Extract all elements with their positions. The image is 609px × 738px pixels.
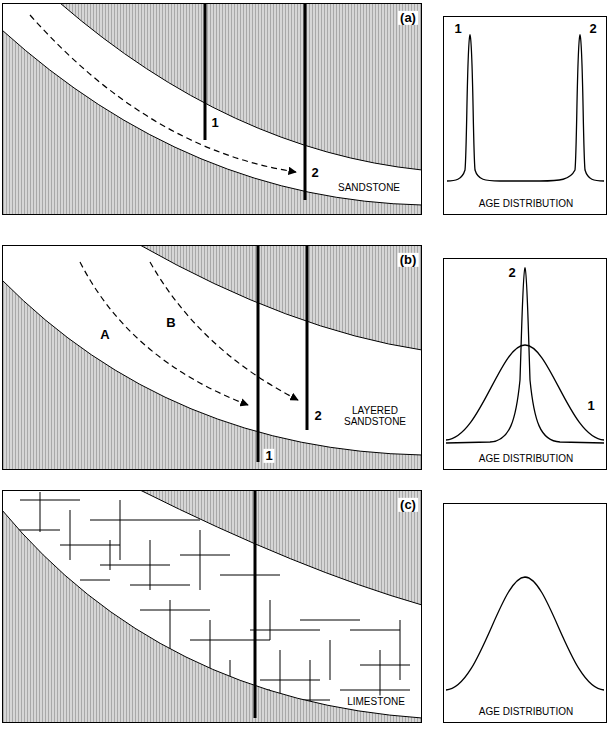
age-curve [446, 577, 604, 690]
well-number: 2 [309, 166, 320, 180]
well [254, 490, 257, 718]
flow-path-arrow [150, 262, 298, 400]
panel-letter: (c) [398, 498, 418, 512]
layer-boundary [140, 245, 422, 350]
well [304, 3, 307, 200]
rock-label: SANDSTONE [336, 182, 402, 193]
fracture-lines [10, 492, 410, 710]
axis-label: AGE DISTRIBUTION [477, 453, 575, 464]
flow-path-arrow [30, 15, 296, 172]
curve-number: 2 [506, 266, 517, 280]
cross-section-panel: (a) 1 2SANDSTONE [2, 3, 422, 215]
well-number: 1 [263, 449, 274, 463]
axis-label: AGE DISTRIBUTION [477, 706, 575, 717]
layer-boundary [2, 30, 422, 205]
layer-boundary [60, 3, 422, 170]
cross-section-panel: (b) A B 1 2 LAYERED SANDSTONE [2, 245, 422, 470]
layer-boundary [140, 490, 422, 605]
layer-boundary [2, 280, 422, 455]
age-distribution-chart: 2 1AGE DISTRIBUTION [443, 258, 607, 470]
well [306, 245, 309, 430]
rock-ground [2, 245, 422, 470]
well [204, 3, 207, 140]
layered-sandstone [2, 245, 422, 455]
curve-number: 1 [452, 22, 463, 36]
age-distribution-chart: 1 2AGE DISTRIBUTION [443, 16, 607, 215]
rock-label: LAYERED SANDSTONE [340, 405, 410, 427]
axis-label: AGE DISTRIBUTION [477, 198, 575, 209]
age-distribution-chart: AGE DISTRIBUTION [443, 503, 607, 723]
well [257, 245, 260, 462]
age-curve [446, 268, 604, 443]
rock-ground [2, 3, 422, 215]
path-letter: A [98, 328, 111, 342]
age-curve [447, 35, 604, 181]
limestone-layer [2, 490, 422, 718]
well-number: 1 [209, 116, 220, 130]
rock-label: LIMESTONE [345, 696, 407, 707]
curve-number: 2 [587, 22, 598, 36]
rock-ground [2, 490, 422, 723]
panel-letter: (b) [398, 253, 419, 267]
panel-letter: (a) [398, 11, 418, 25]
cross-section-panel: (c) LIMESTONE [2, 490, 422, 723]
well-number: 2 [312, 409, 323, 423]
sandstone-layer [2, 3, 422, 205]
age-curve [446, 345, 604, 440]
path-letter: B [164, 316, 177, 330]
layer-boundary [2, 510, 422, 718]
curve-number: 1 [585, 399, 596, 413]
